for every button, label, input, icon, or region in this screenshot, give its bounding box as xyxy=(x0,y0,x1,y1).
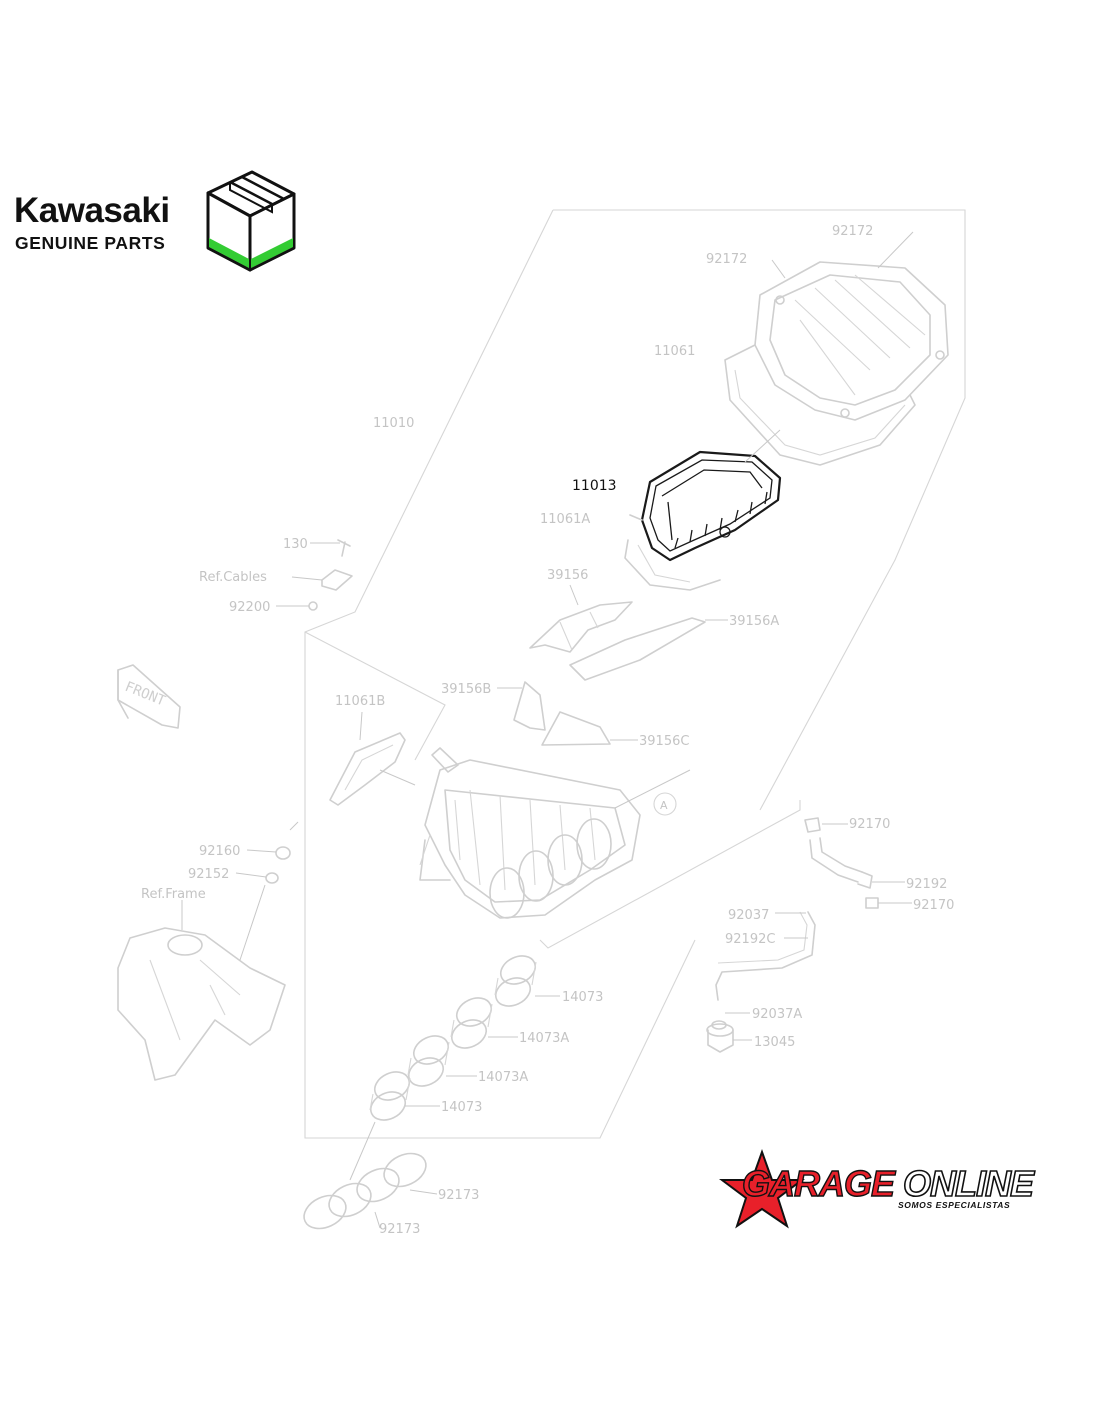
part-39156C-plate xyxy=(541,711,638,746)
label-92172[interactable]: 92172 xyxy=(706,252,747,267)
part-11061-cover xyxy=(724,231,949,466)
bracket-parts xyxy=(276,539,353,611)
ref-frame-part xyxy=(117,884,286,1081)
part-11013-air-filter-element[interactable] xyxy=(640,429,782,562)
circle-ref-label: A xyxy=(660,799,668,812)
label-13045[interactable]: 13045 xyxy=(754,1035,795,1050)
label-11010[interactable]: 11010 xyxy=(373,416,414,431)
label-92170[interactable]: 92170 xyxy=(913,898,954,913)
label-14073A[interactable]: 14073A xyxy=(478,1070,528,1085)
label-11061[interactable]: 11061 xyxy=(654,344,695,359)
label-92037A[interactable]: 92037A xyxy=(752,1007,802,1022)
label-92170[interactable]: 92170 xyxy=(849,817,890,832)
label-92192C[interactable]: 92192C xyxy=(725,932,775,947)
label-92173[interactable]: 92173 xyxy=(379,1222,420,1237)
part-11061A-gasket xyxy=(624,514,721,591)
label-11061B[interactable]: 11061B xyxy=(335,694,385,709)
box-icon xyxy=(206,170,296,272)
dealer-name-part1: GARAGE xyxy=(742,1163,896,1204)
hose-system xyxy=(706,817,912,1053)
brand-subtitle: GENUINE PARTS xyxy=(15,233,165,253)
label-92152[interactable]: 92152 xyxy=(188,867,229,882)
part-air-cleaner-housing: A xyxy=(419,747,691,919)
part-labels: 92172 92172 11061 11010 11013 11061A 130… xyxy=(141,224,954,1237)
brand-name: Kawasaki xyxy=(14,191,170,230)
label-14073[interactable]: 14073 xyxy=(441,1100,482,1115)
front-label: FRONT xyxy=(123,679,169,710)
label-39156A[interactable]: 39156A xyxy=(729,614,779,629)
label-ref-frame: Ref.Frame xyxy=(141,887,206,902)
label-14073[interactable]: 14073 xyxy=(562,990,603,1005)
dealer-tagline: SOMOS ESPECIALISTAS xyxy=(898,1200,1010,1210)
garageonline-logo: GARAGE ONLINE SOMOS ESPECIALISTAS xyxy=(719,1149,1037,1229)
part-39156A-plate xyxy=(569,617,728,681)
label-92160[interactable]: 92160 xyxy=(199,844,240,859)
clamps-92173 xyxy=(303,1121,438,1230)
grommet-parts xyxy=(235,821,299,884)
kawasaki-logo: Kawasaki GENUINE PARTS xyxy=(14,170,296,272)
part-11061B-seal xyxy=(329,711,416,806)
label-92192[interactable]: 92192 xyxy=(906,877,947,892)
label-14073A[interactable]: 14073A xyxy=(519,1031,569,1046)
label-11013[interactable]: 11013 xyxy=(572,478,617,494)
label-92037[interactable]: 92037 xyxy=(728,908,769,923)
star-icon xyxy=(719,1149,805,1229)
label-39156C[interactable]: 39156C xyxy=(639,734,689,749)
front-arrow-icon: FRONT xyxy=(117,664,181,729)
intake-funnels xyxy=(369,955,560,1121)
part-39156B-plate xyxy=(497,681,546,731)
label-ref-cables: Ref.Cables xyxy=(199,570,267,585)
label-92172[interactable]: 92172 xyxy=(832,224,873,239)
part-39156-duct xyxy=(529,584,633,653)
dealer-name-part2: ONLINE xyxy=(903,1163,1035,1204)
label-39156[interactable]: 39156 xyxy=(547,568,588,583)
label-130[interactable]: 130 xyxy=(283,537,308,552)
assembly-outline xyxy=(304,209,966,1139)
label-92173[interactable]: 92173 xyxy=(438,1188,479,1203)
label-11061A[interactable]: 11061A xyxy=(540,512,590,527)
label-92200[interactable]: 92200 xyxy=(229,600,270,615)
label-39156B[interactable]: 39156B xyxy=(441,682,491,697)
